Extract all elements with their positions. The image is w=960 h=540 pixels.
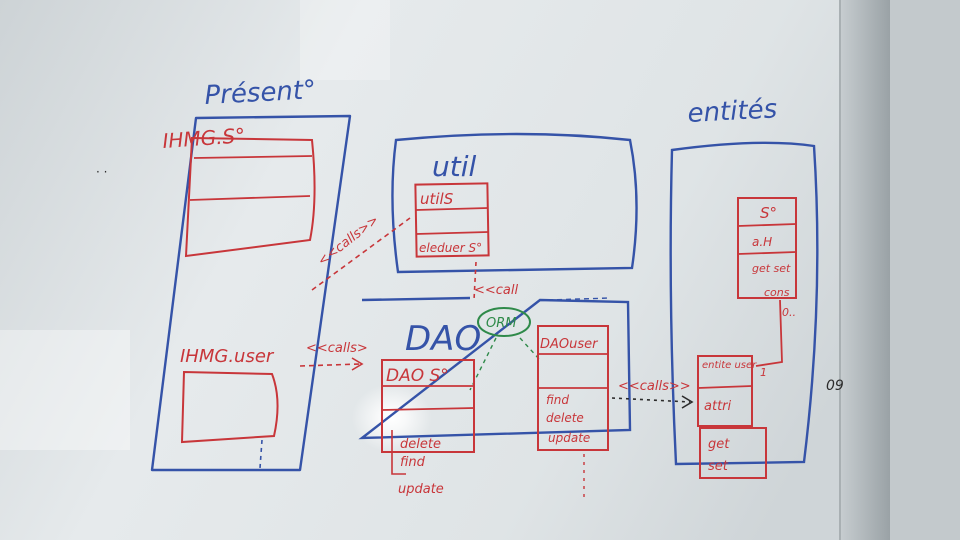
entity-user-name: entite user [702, 360, 757, 371]
entity-user-attrs: attri [704, 399, 732, 414]
stray-mark: · · [96, 165, 107, 179]
entity-user-method-2: set [708, 459, 729, 474]
utils-class-name: utilS [420, 190, 454, 208]
util-package: util utilS eleduer S° [391, 132, 638, 274]
assoc-multiplicity-top: 0.. [782, 306, 796, 319]
utils-method: eleduer S° [419, 241, 482, 255]
calls-dao-entities: <<calls>> [618, 379, 691, 394]
dao-package: DAO ORM DAO S° delete find update DAOuse… [358, 296, 632, 497]
assoc-multiplicity-bottom: 1 [760, 366, 767, 379]
wall [890, 0, 960, 540]
entity-s-cons: cons [764, 286, 790, 299]
dao-user-method-2: delete [546, 411, 584, 425]
dao-s-method-3: update [398, 482, 444, 497]
dao-s-class-name: DAO S° [386, 366, 449, 386]
dao-s-method-2: find [400, 455, 426, 470]
dao-user-class-name: DAOuser [540, 337, 599, 352]
orm-label: ORM [486, 316, 516, 331]
orm-bubble [477, 307, 531, 337]
ihmg-user-label: IHMG.user [180, 346, 275, 367]
dao-s-method-1: delete [400, 437, 441, 452]
dao-user-method-3: update [548, 431, 590, 445]
entity-s-methods: get set [752, 262, 791, 275]
entities-package: entités S° a.H get set cons 0.. 1 entite… [669, 94, 819, 479]
util-heading: util [432, 150, 477, 183]
calls-util-dao: <<call [474, 283, 519, 298]
entity-user-method-1: get [708, 437, 730, 452]
entity-s-name: S° [760, 204, 777, 222]
presentation-layer: Présent° IHMG.S° IHMG.user [150, 75, 352, 472]
presentation-heading: Présent° [204, 75, 317, 111]
flash-glare [352, 384, 432, 452]
edge-number: 09 [826, 378, 844, 394]
dao-heading: DAO [405, 319, 481, 359]
calls-presentation-dao: <<calls> [306, 341, 368, 356]
dao-user-method-1: find [546, 393, 569, 407]
board-frame [840, 0, 890, 540]
entities-heading: entités [687, 94, 778, 129]
entity-s-attr: a.H [752, 235, 772, 249]
